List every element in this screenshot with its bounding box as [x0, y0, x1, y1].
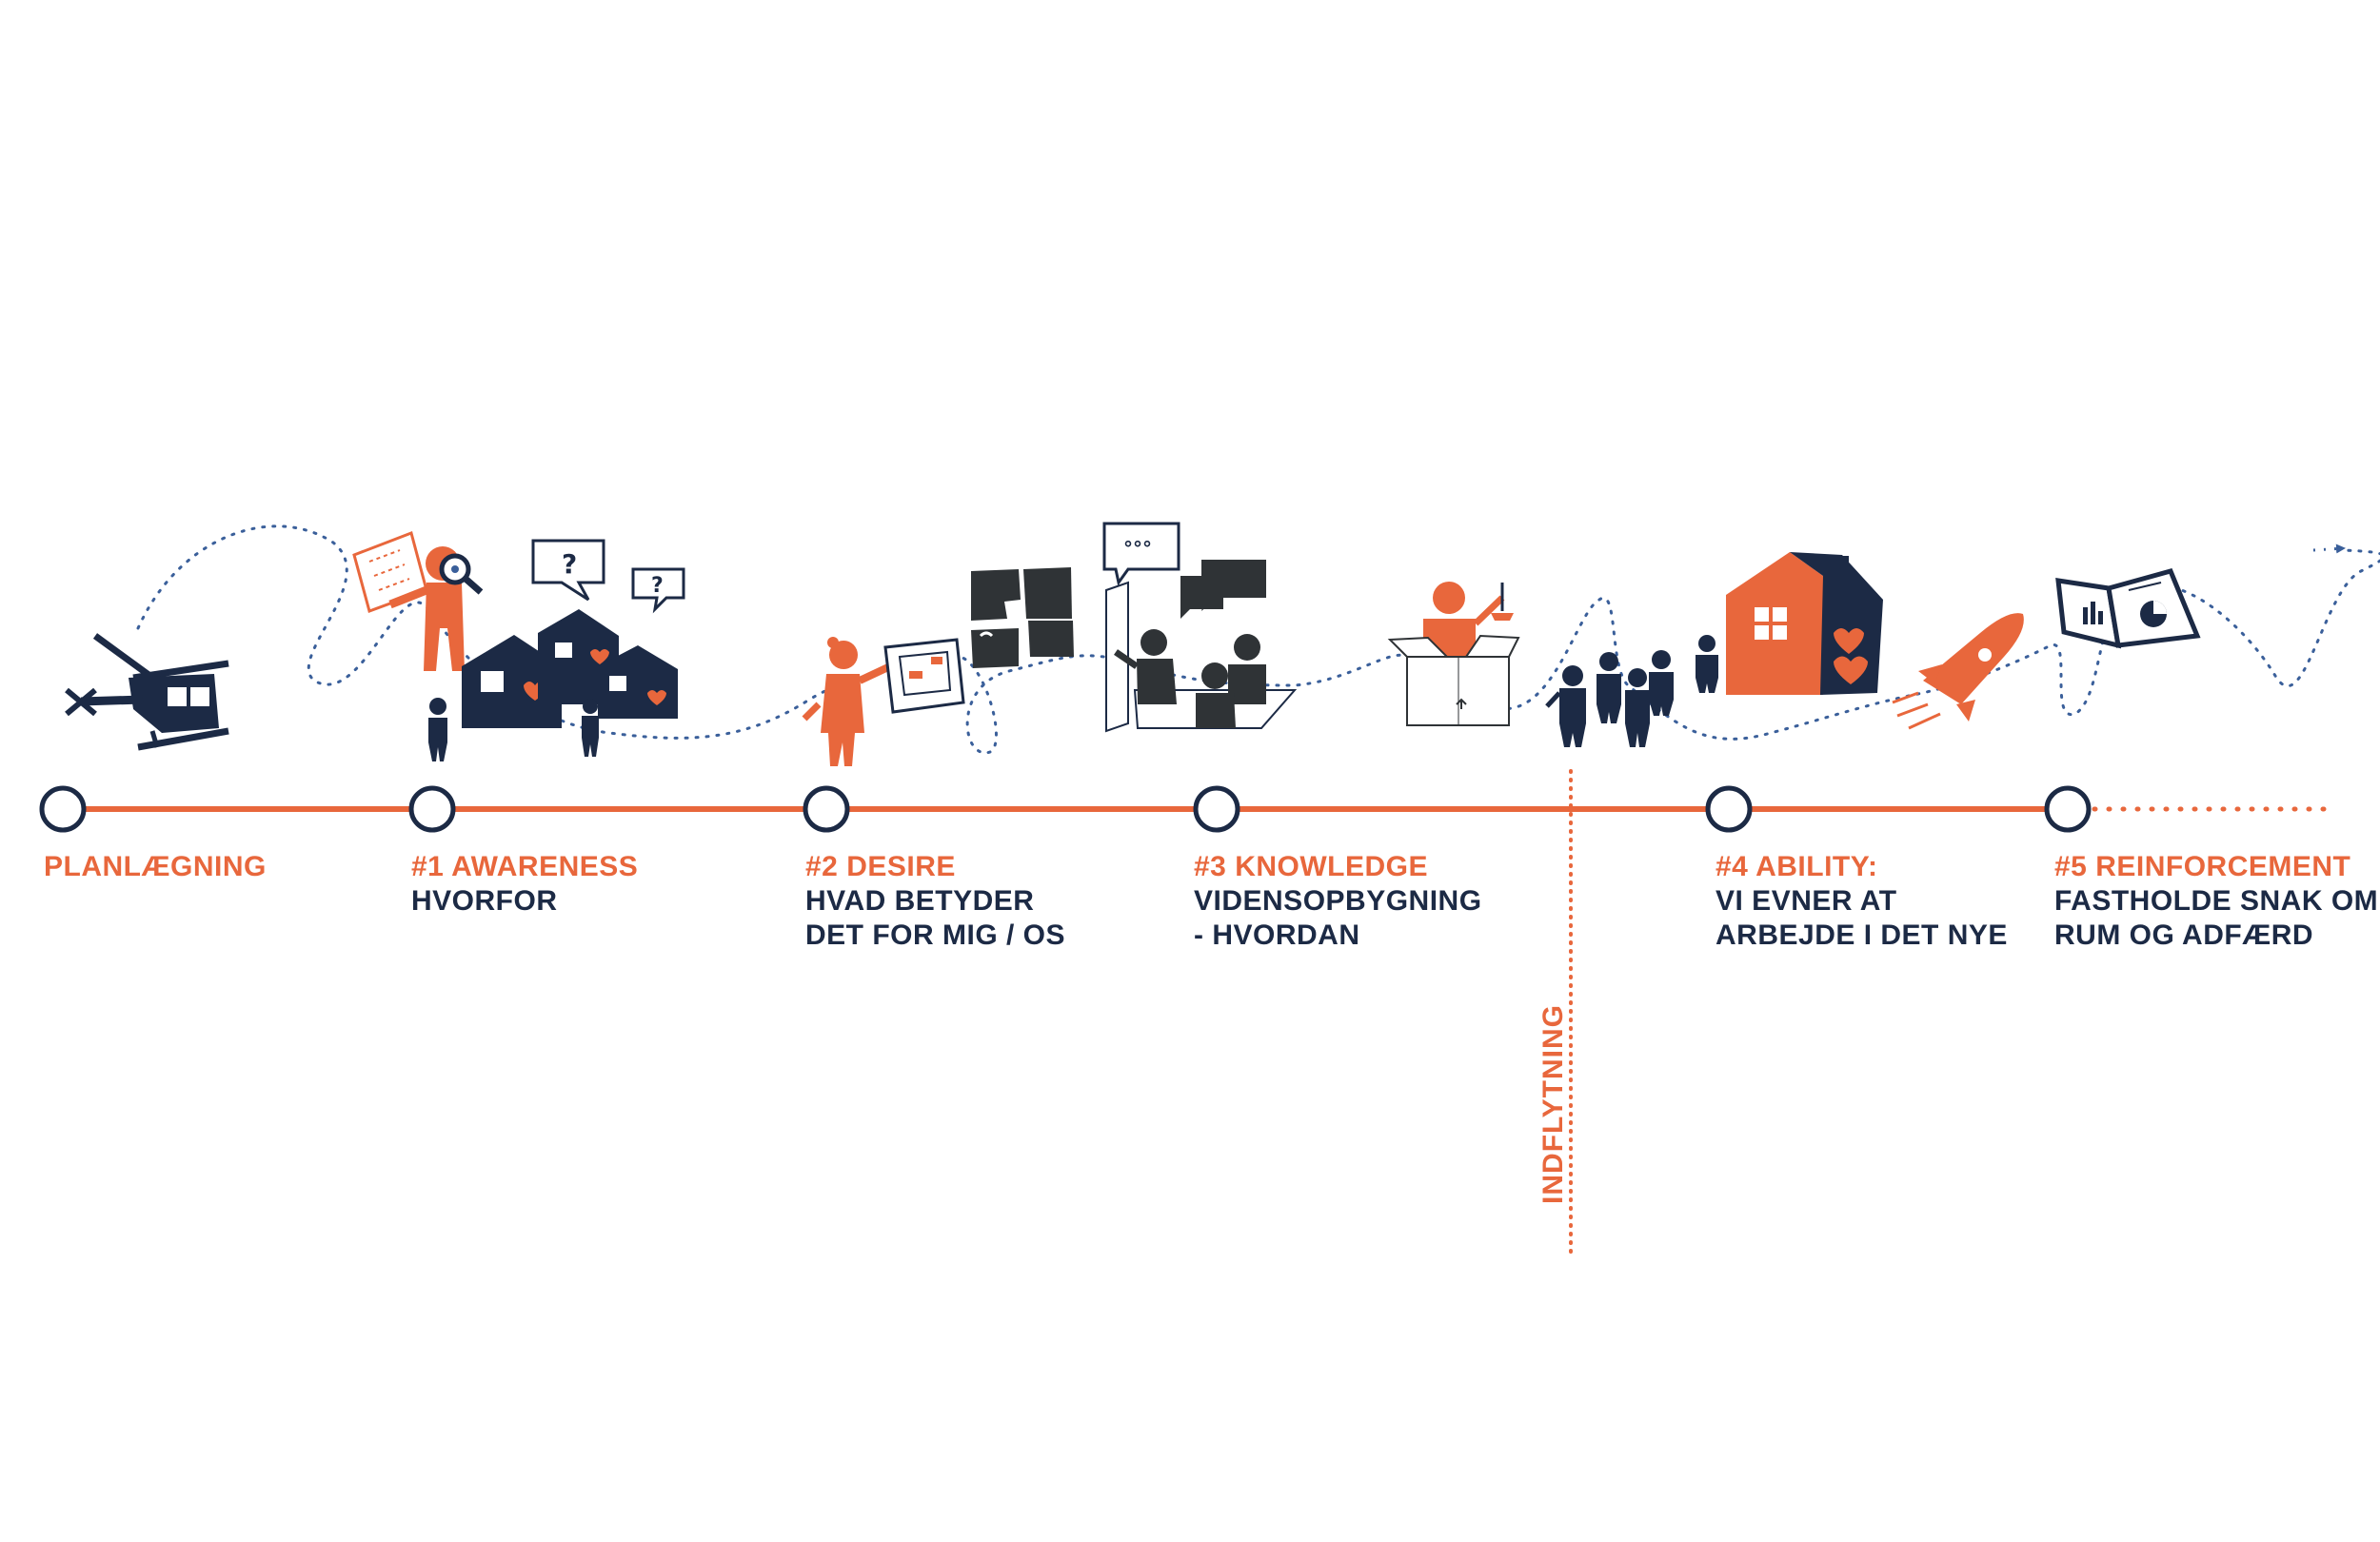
person-floorplan-puzzle-icon	[802, 567, 1074, 766]
rocket-icon	[1892, 613, 2024, 730]
stage-title: #2 DESIRE	[805, 851, 956, 882]
svg-text:?: ?	[562, 548, 577, 580]
stage-title: #1 AWARENESS	[411, 851, 639, 882]
stage-subtitle: HVORFOR	[411, 885, 558, 917]
milestone-marker-5[interactable]	[1705, 785, 1753, 833]
stage-subtitle: FASTHOLDE SNAK OM RUM OG ADFÆRD	[2054, 885, 2379, 951]
stage-subtitle: HVAD BETYDER DET FOR MIG / OS	[805, 885, 1066, 951]
stage-title: PLANLÆGNING	[44, 851, 267, 882]
moving-box-icon	[1387, 582, 1520, 726]
milestone-marker-3[interactable]	[803, 785, 850, 833]
milestone-marker-2[interactable]	[408, 785, 456, 833]
stage-label-desire: #2 DESIRE HVAD BETYDER DET FOR MIG / OS	[805, 850, 1065, 953]
stage-label-awareness: #1 AWARENESS HVORFOR	[411, 850, 638, 919]
stage-subtitle: VIDENSOPBYGNING - HVORDAN	[1194, 885, 1482, 951]
stage-title: #5 REINFORCEMENT	[2054, 851, 2351, 882]
houses-magnifier-icon: ? ?	[352, 531, 685, 761]
meeting-speech-bubbles-icon: °°°	[1102, 522, 1298, 733]
house-hearts-icon	[1726, 552, 1883, 695]
move-in-label-text: INDFLYTNING	[1537, 1004, 1569, 1204]
stage-title: #4 ABILITY:	[1716, 851, 1878, 882]
stage-label-planlaegning: PLANLÆGNING	[44, 850, 267, 884]
stage-label-knowledge: #3 KNOWLEDGE VIDENSOPBYGNING - HVORDAN	[1194, 850, 1482, 953]
milestone-marker-1[interactable]	[39, 785, 87, 833]
milestone-marker-4[interactable]	[1193, 785, 1240, 833]
stage-label-reinforcement: #5 REINFORCEMENT FASTHOLDE SNAK OM RUM O…	[2054, 850, 2378, 953]
stage-label-ability: #4 ABILITY: VI EVNER AT ARBEJDE I DET NY…	[1716, 850, 2008, 953]
stage-title: #3 KNOWLEDGE	[1194, 851, 1429, 882]
journey-end-arrow	[2312, 544, 2346, 554]
svg-text:°°°: °°°	[1123, 537, 1152, 560]
crowd-icon	[1545, 635, 1718, 747]
svg-text:?: ?	[651, 574, 664, 598]
helicopter-icon	[65, 633, 229, 751]
report-document-icon	[2055, 567, 2201, 649]
milestone-marker-6[interactable]	[2044, 785, 2092, 833]
stage-subtitle: VI EVNER AT ARBEJDE I DET NYE	[1716, 885, 2008, 951]
